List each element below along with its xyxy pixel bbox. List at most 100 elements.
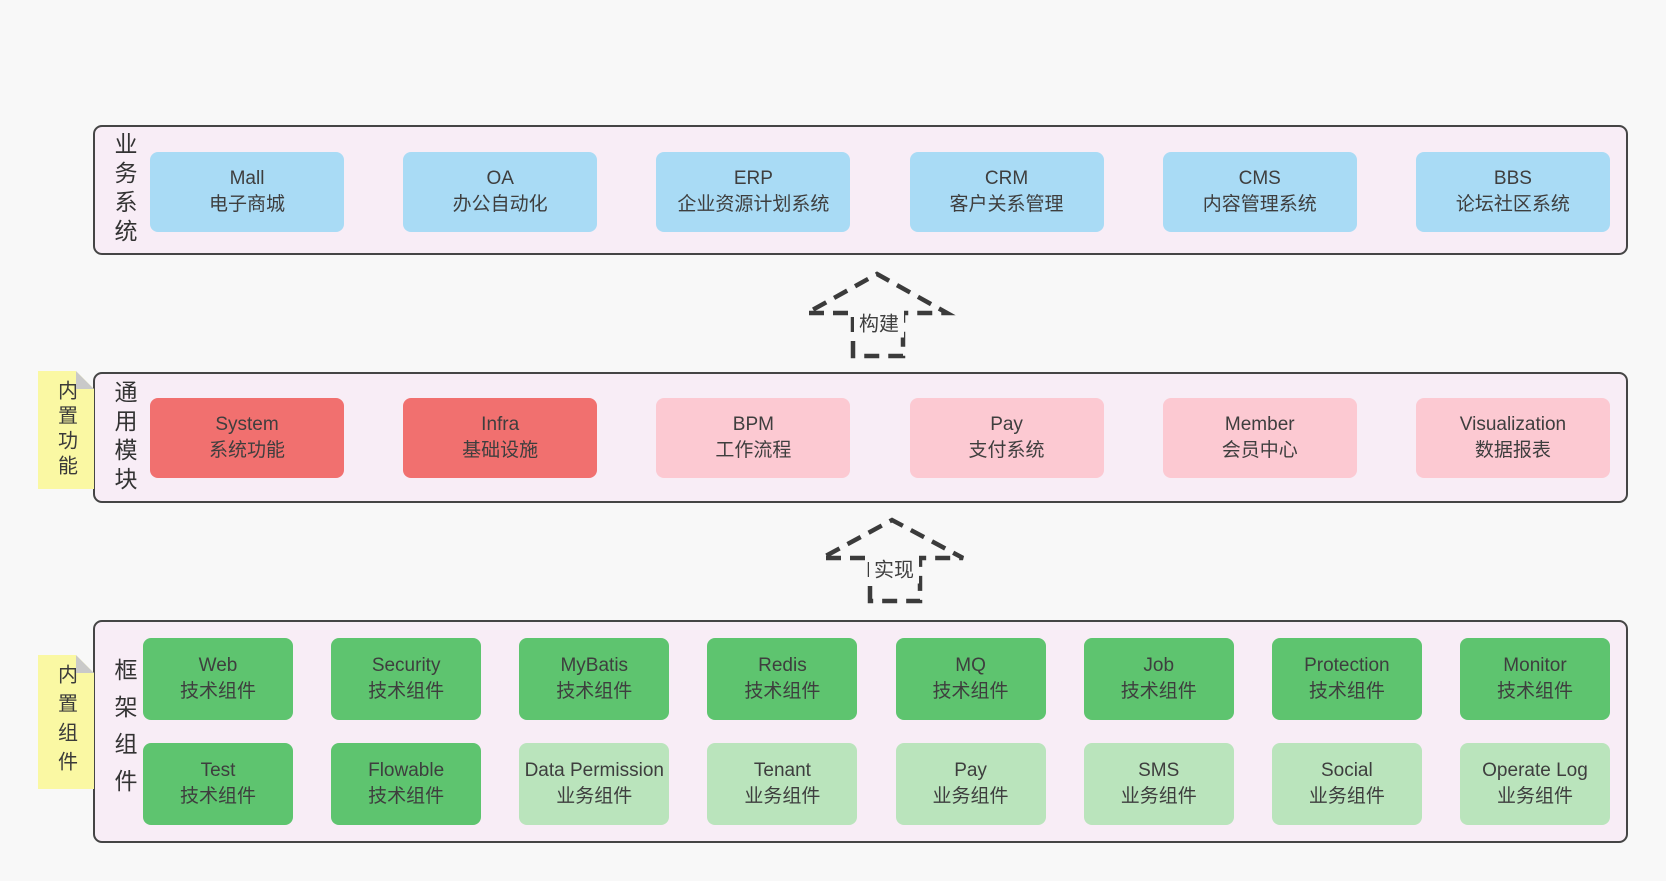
box-subtitle: 业务组件 xyxy=(744,786,821,807)
box-security: Security 技术组件 xyxy=(331,638,482,720)
box-mq: MQ 技术组件 xyxy=(895,638,1046,720)
box-subtitle: 企业资源计划系统 xyxy=(677,194,830,215)
box-subtitle: 数据报表 xyxy=(1474,440,1551,461)
box-title: MQ xyxy=(955,655,986,677)
box-title: Test xyxy=(200,760,236,782)
box-title: SMS xyxy=(1138,760,1180,782)
box-title: Flowable xyxy=(368,760,445,782)
box-pay: Pay 支付系统 xyxy=(909,398,1104,478)
box-title: Operate Log xyxy=(1482,760,1588,782)
section-framework-components: 框架组件 Web 技术组件 Security 技术组件 MyBatis 技术组件… xyxy=(93,620,1628,843)
box-data-permission: Data Permission 业务组件 xyxy=(519,743,670,825)
box-sms: SMS 业务组件 xyxy=(1083,743,1234,825)
box-subtitle: 电子商城 xyxy=(208,194,285,215)
box-subtitle: 技术组件 xyxy=(1496,681,1573,702)
box-subtitle: 客户关系管理 xyxy=(949,194,1064,215)
box-protection: Protection 技术组件 xyxy=(1271,638,1422,720)
box-erp: ERP 企业资源计划系统 xyxy=(656,152,851,232)
section-label: 通用模块 xyxy=(111,379,137,496)
box-cms: CMS 内容管理系统 xyxy=(1162,152,1357,232)
box-subtitle: 技术组件 xyxy=(744,681,821,702)
box-subtitle: 业务组件 xyxy=(556,786,633,807)
box-subtitle: 业务组件 xyxy=(1496,786,1573,807)
box-mybatis: MyBatis 技术组件 xyxy=(519,638,670,720)
box-flowable: Flowable 技术组件 xyxy=(331,743,482,825)
implement-arrow-label: 实现 xyxy=(869,552,919,584)
sticky-note-text: 内置组件 xyxy=(54,664,77,780)
box-subtitle: 论坛社区系统 xyxy=(1455,194,1570,215)
sticky-note-text: 内置功能 xyxy=(54,380,77,480)
box-title: Infra xyxy=(481,414,520,436)
box-subtitle: 业务组件 xyxy=(932,786,1009,807)
box-mall: Mall 电子商城 xyxy=(150,152,344,232)
up-arrow-shape xyxy=(820,517,965,604)
build-arrow xyxy=(798,271,956,359)
box-monitor: Monitor 技术组件 xyxy=(1459,638,1610,720)
box-title: Tenant xyxy=(753,760,811,782)
build-arrow-label: 构建 xyxy=(854,306,904,338)
box-job: Job 技术组件 xyxy=(1083,638,1234,720)
box-subtitle: 工作流程 xyxy=(715,440,792,461)
section-label: 业务系统 xyxy=(111,132,137,248)
box-subtitle: 技术组件 xyxy=(368,786,445,807)
box-title: Security xyxy=(371,655,441,677)
box-operate-log: Operate Log 业务组件 xyxy=(1459,743,1610,825)
box-title: Visualization xyxy=(1459,414,1567,436)
box-crm: CRM 客户关系管理 xyxy=(909,152,1104,232)
box-subtitle: 技术组件 xyxy=(556,681,633,702)
box-title: Web xyxy=(198,655,238,677)
box-title: OA xyxy=(486,168,514,190)
box-title: System xyxy=(215,414,279,436)
box-subtitle: 会员中心 xyxy=(1221,440,1298,461)
box-subtitle: 办公自动化 xyxy=(452,194,548,215)
modules-box-row: System 系统功能 Infra 基础设施 BPM 工作流程 Pay 支付系统… xyxy=(150,398,1610,478)
box-title: CMS xyxy=(1238,168,1281,190)
biz-components-row: Test 技术组件 Flowable 技术组件 Data Permission … xyxy=(143,743,1610,825)
box-title: Social xyxy=(1320,760,1373,782)
box-member: Member 会员中心 xyxy=(1162,398,1357,478)
box-oa: OA 办公自动化 xyxy=(403,152,598,232)
box-title: Monitor xyxy=(1503,655,1567,677)
folded-corner xyxy=(76,655,94,673)
box-subtitle: 技术组件 xyxy=(1308,681,1385,702)
box-infra: Infra 基础设施 xyxy=(403,398,598,478)
box-title: ERP xyxy=(733,168,773,190)
box-subtitle: 支付系统 xyxy=(968,440,1045,461)
box-redis: Redis 技术组件 xyxy=(707,638,858,720)
box-title: Job xyxy=(1143,655,1175,677)
folded-corner xyxy=(76,371,94,389)
up-arrow-shape xyxy=(798,271,956,359)
box-title: CRM xyxy=(984,168,1029,190)
box-subtitle: 技术组件 xyxy=(179,786,256,807)
box-subtitle: 内容管理系统 xyxy=(1202,194,1317,215)
box-subtitle: 业务组件 xyxy=(1308,786,1385,807)
box-title: Protection xyxy=(1304,655,1390,677)
box-subtitle: 系统功能 xyxy=(208,440,285,461)
box-pay-biz: Pay 业务组件 xyxy=(895,743,1046,825)
box-visualization: Visualization 数据报表 xyxy=(1415,398,1610,478)
box-subtitle: 技术组件 xyxy=(179,681,256,702)
box-bbs: BBS 论坛社区系统 xyxy=(1415,152,1610,232)
box-title: Member xyxy=(1224,414,1295,436)
box-title: BBS xyxy=(1493,168,1532,190)
box-title: BPM xyxy=(732,414,774,436)
sticky-note-built-in-features: 内置功能 xyxy=(38,371,94,489)
box-web: Web 技术组件 xyxy=(143,638,293,720)
business-box-row: Mall 电子商城 OA 办公自动化 ERP 企业资源计划系统 CRM 客户关系… xyxy=(150,152,1610,232)
box-title: Mall xyxy=(229,168,265,190)
box-subtitle: 技术组件 xyxy=(368,681,445,702)
box-system: System 系统功能 xyxy=(150,398,344,478)
box-tenant: Tenant 业务组件 xyxy=(707,743,858,825)
box-subtitle: 技术组件 xyxy=(932,681,1009,702)
section-business-systems: 业务系统 Mall 电子商城 OA 办公自动化 ERP 企业资源计划系统 CRM… xyxy=(93,125,1628,255)
box-title: MyBatis xyxy=(560,655,629,677)
box-title: Pay xyxy=(954,760,987,782)
section-label: 框架组件 xyxy=(111,657,137,806)
section-common-modules: 通用模块 System 系统功能 Infra 基础设施 BPM 工作流程 Pay… xyxy=(93,372,1628,503)
box-bpm: BPM 工作流程 xyxy=(656,398,851,478)
box-title: Pay xyxy=(990,414,1023,436)
implement-arrow xyxy=(820,517,965,604)
box-title: Data Permission xyxy=(524,760,664,782)
box-social: Social 业务组件 xyxy=(1271,743,1422,825)
sticky-note-built-in-components: 内置组件 xyxy=(38,655,94,789)
